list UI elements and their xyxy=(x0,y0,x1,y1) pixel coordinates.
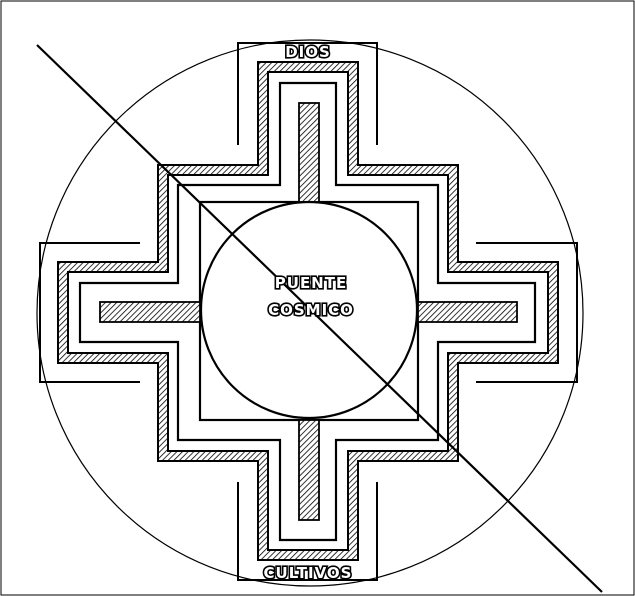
label-center-line2: COSMICO xyxy=(268,301,354,319)
arm-right xyxy=(418,302,517,322)
arm-top xyxy=(299,103,319,202)
label-center-line1: PUENTE xyxy=(275,274,347,292)
arm-left xyxy=(100,302,200,322)
arm-bottom xyxy=(299,420,319,520)
label-top: DIOS xyxy=(285,43,331,61)
label-bottom: CULTIVOS xyxy=(264,564,353,582)
